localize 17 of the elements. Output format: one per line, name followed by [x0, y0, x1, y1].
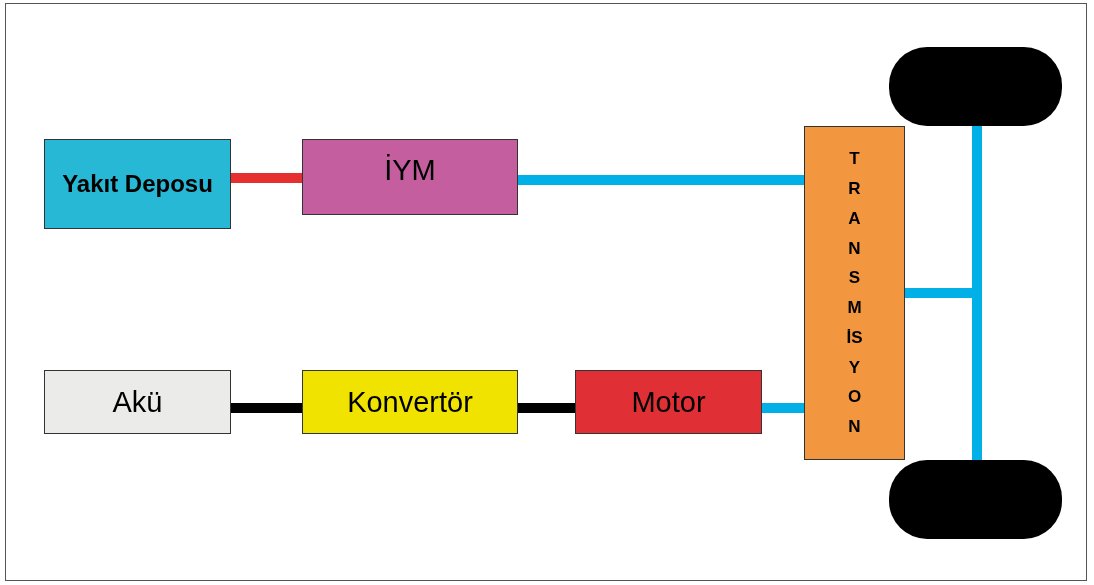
- connector-line: [231, 173, 302, 183]
- process-box: [44, 370, 231, 434]
- connector-line: [518, 175, 804, 185]
- connector-line: [762, 403, 804, 413]
- process-box: [575, 370, 762, 434]
- connector-line: [231, 403, 302, 413]
- box-label: Yakıt Deposu: [62, 169, 213, 199]
- transmission-box: [804, 126, 905, 460]
- connector-line: [518, 403, 575, 413]
- process-box: [302, 370, 518, 434]
- box-label: İYM: [384, 152, 436, 188]
- process-box: [44, 139, 231, 229]
- box-label: Akü: [112, 384, 163, 420]
- process-box: [302, 139, 518, 215]
- box-label: Motor: [631, 384, 706, 420]
- box-label: Konvertör: [347, 384, 473, 420]
- vertical-label: TRANSMİSYON: [846, 148, 863, 438]
